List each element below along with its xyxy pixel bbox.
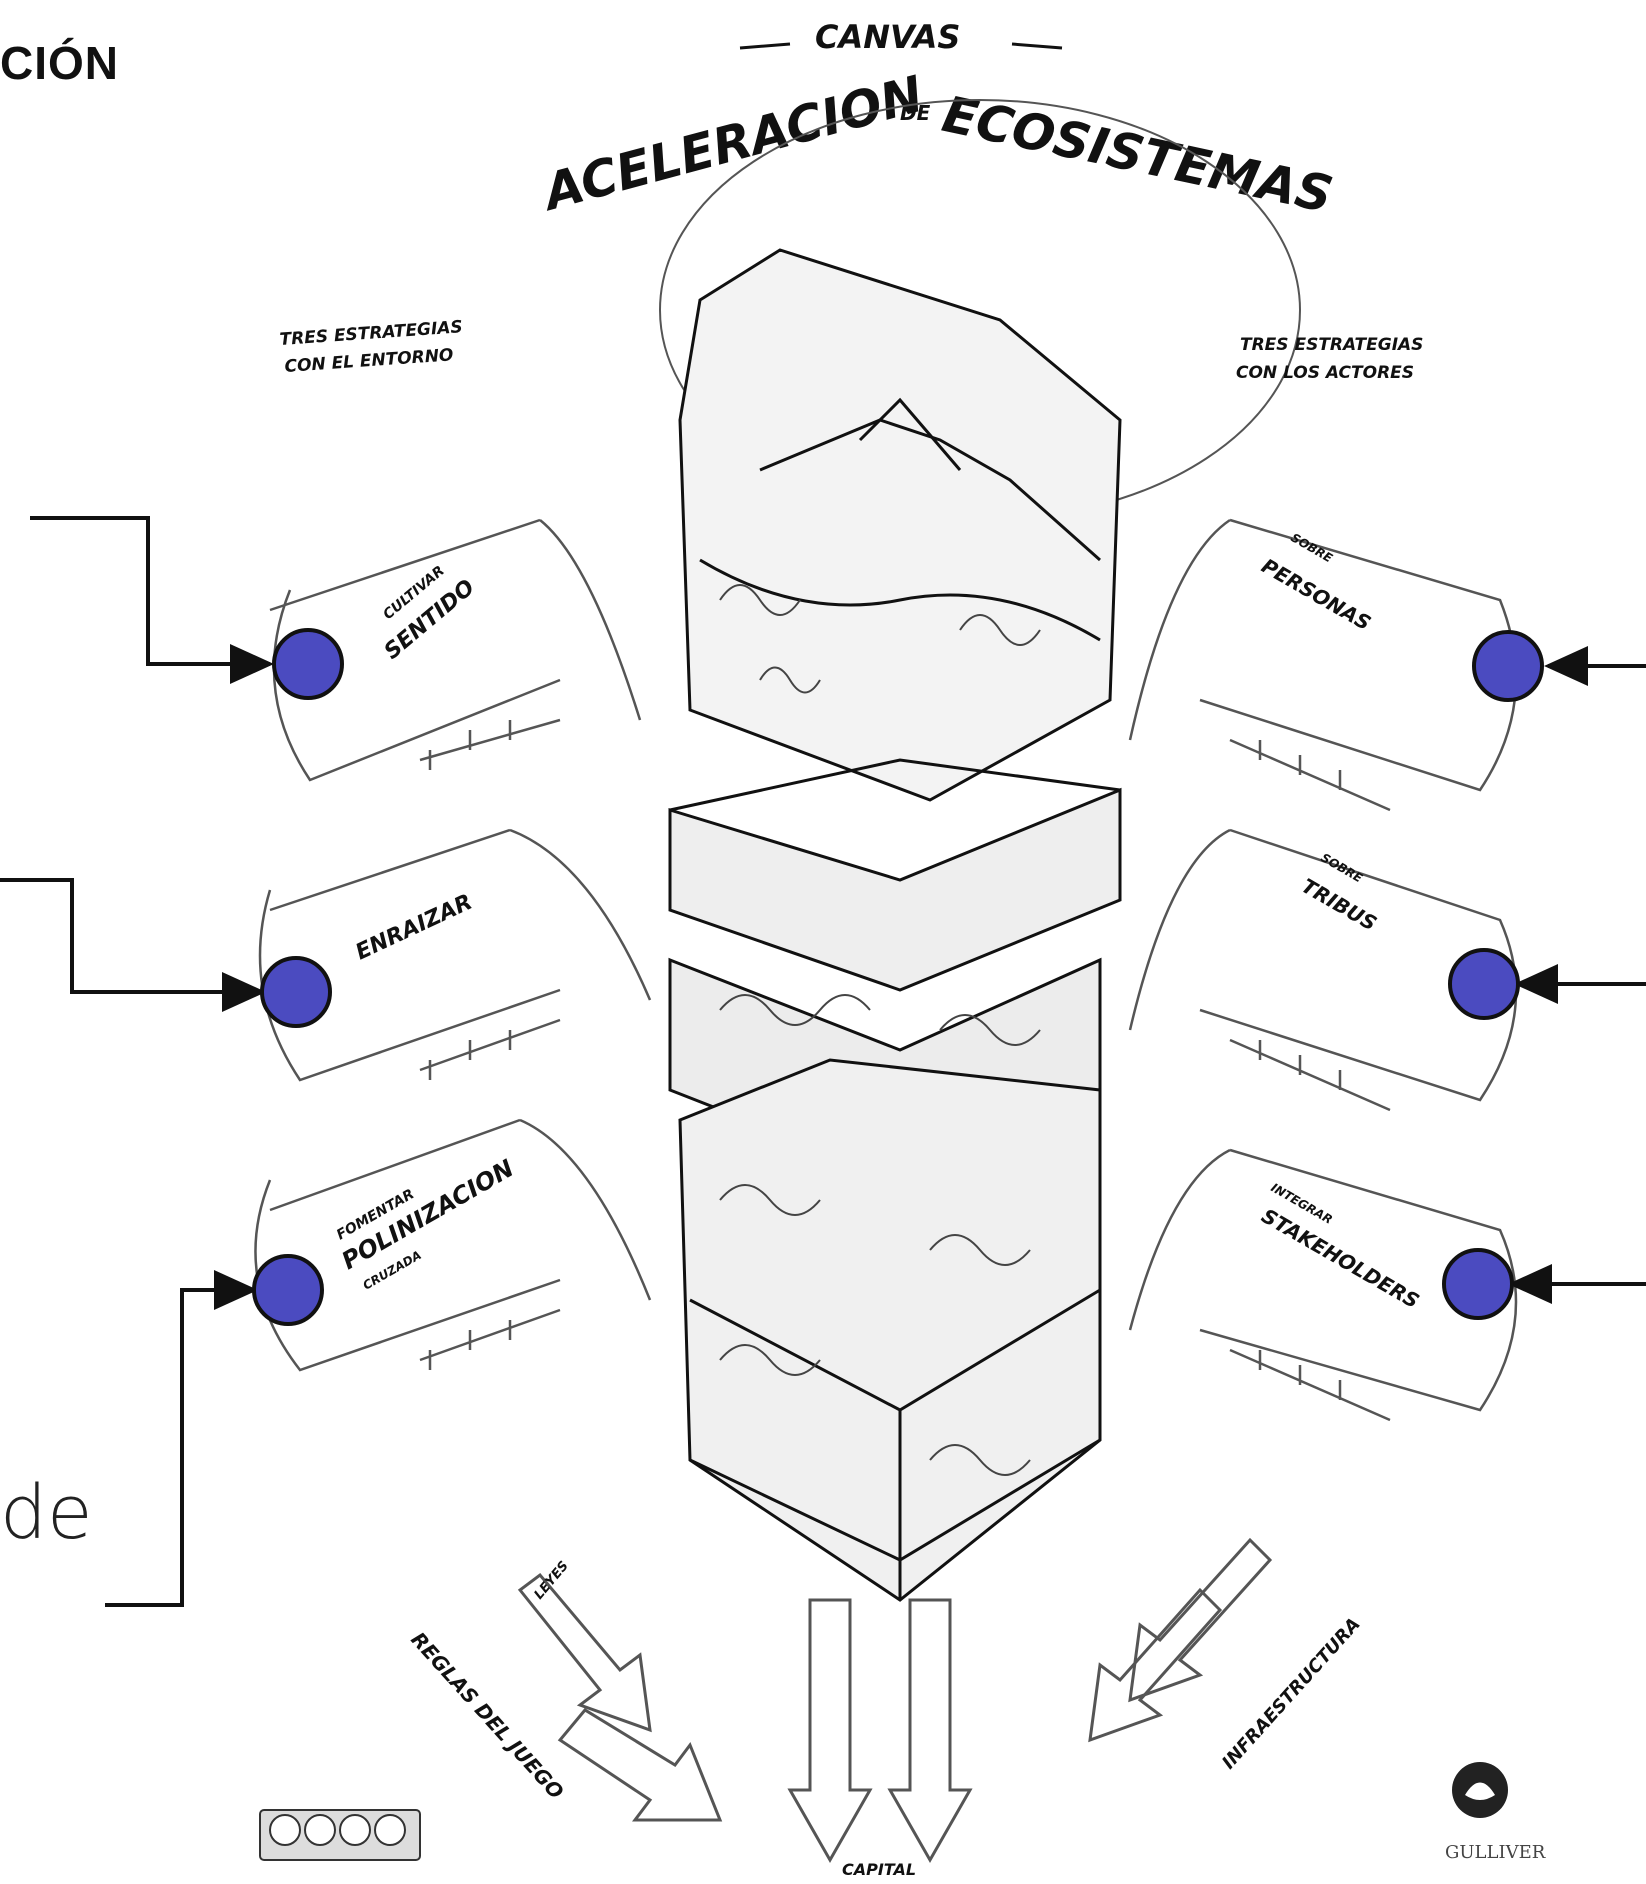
svg-text:TRIBUS: TRIBUS xyxy=(1298,874,1381,936)
svg-text:TRES ESTRATEGIAS: TRES ESTRATEGIAS xyxy=(1240,335,1423,355)
left-strategy-labels: CULTIVAR SENTIDO ENRAIZAR FOMENTAR POLIN… xyxy=(334,563,519,1293)
svg-text:GULLIVER: GULLIVER xyxy=(1445,1842,1546,1863)
connector-left-3 xyxy=(105,1290,254,1605)
svg-text:CON EL ENTORNO: CON EL ENTORNO xyxy=(284,345,454,377)
connector-left-2 xyxy=(0,880,262,992)
canvas-title: CANVAS ACELERACION DE ECOSISTEMAS xyxy=(534,18,1337,224)
hotspot-enraizar[interactable] xyxy=(262,958,330,1026)
bottom-labels: REGLAS DEL JUEGO LEYES CAPITAL INFRAESTR… xyxy=(406,1559,1364,1879)
left-connectors xyxy=(0,518,270,1605)
svg-text:CON LOS ACTORES: CON LOS ACTORES xyxy=(1236,363,1414,383)
right-column-header: TRES ESTRATEGIAS CON LOS ACTORES xyxy=(1236,335,1423,383)
hotspot-polinizacion[interactable] xyxy=(254,1256,322,1324)
ecosystem-column xyxy=(670,250,1120,1600)
cc-license-badge xyxy=(260,1810,420,1860)
svg-text:REGLAS DEL JUEGO: REGLAS DEL JUEGO xyxy=(406,1627,568,1803)
canvas-label: CANVAS xyxy=(815,18,960,56)
hotspot-sentido[interactable] xyxy=(274,630,342,698)
svg-text:TRES ESTRATEGIAS: TRES ESTRATEGIAS xyxy=(279,317,463,350)
right-connectors xyxy=(1512,666,1646,1284)
svg-text:SOBRE: SOBRE xyxy=(1319,850,1366,885)
hotspot-tribus[interactable] xyxy=(1450,950,1518,1018)
gulliver-logo: GULLIVER xyxy=(1445,1762,1546,1863)
hotspot-stakeholders[interactable] xyxy=(1444,1250,1512,1318)
svg-text:STAKEHOLDERS: STAKEHOLDERS xyxy=(1258,1204,1424,1314)
svg-text:PERSONAS: PERSONAS xyxy=(1258,554,1375,636)
svg-text:LEYES: LEYES xyxy=(532,1559,572,1603)
connector-left-1 xyxy=(30,518,270,664)
svg-text:ENRAIZAR: ENRAIZAR xyxy=(352,890,476,966)
title-left: ACELERACION xyxy=(534,65,929,223)
svg-text:INFRAESTRUCTURA: INFRAESTRUCTURA xyxy=(1218,1614,1365,1774)
svg-text:CAPITAL: CAPITAL xyxy=(842,1860,916,1879)
left-column-header: TRES ESTRATEGIAS CON EL ENTORNO xyxy=(279,317,463,377)
hotspot-personas[interactable] xyxy=(1474,632,1542,700)
title-right: ECOSISTEMAS xyxy=(938,85,1338,224)
right-strategy-labels: SOBRE PERSONAS SOBRE TRIBUS INTEGRAR STA… xyxy=(1258,530,1424,1313)
